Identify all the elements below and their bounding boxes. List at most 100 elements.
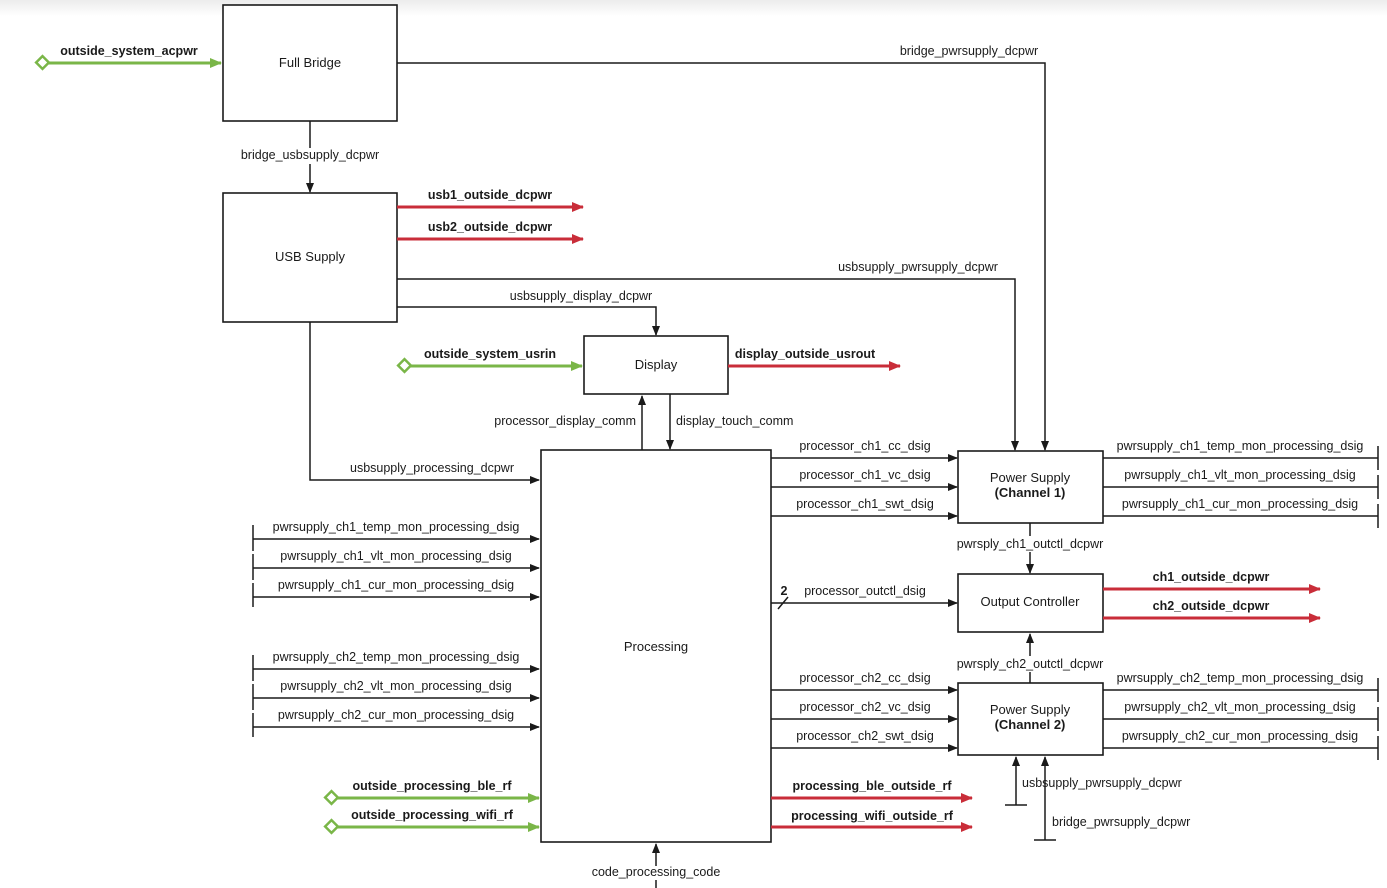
processing-wifi-outside-rf-label: processing_wifi_outside_rf <box>791 809 954 823</box>
power-supply-ch1-block: Power Supply (Channel 1) <box>957 450 1104 524</box>
outctl-bus-width-label: 2 <box>781 584 788 598</box>
usb-supply-label: USB Supply <box>275 249 346 264</box>
pwrsply-ch1-outctl-dcpwr-flow: pwrsply_ch1_outctl_dcpwr <box>957 523 1104 573</box>
outside-system-acpwr-label: outside_system_acpwr <box>60 44 198 58</box>
outside-processing-ble-rf-label: outside_processing_ble_rf <box>352 779 512 793</box>
outside-processing-wifi-rf-flow: outside_processing_wifi_rf <box>323 808 540 835</box>
bridge-pwrsupply-dcpwr-flow: bridge_pwrsupply_dcpwr <box>397 44 1049 451</box>
bridge-usbsupply-dcpwr-flow: bridge_usbsupply_dcpwr <box>241 121 379 193</box>
display-touch-comm-label: display_touch_comm <box>676 414 793 428</box>
outside-system-usrin-label: outside_system_usrin <box>424 347 556 361</box>
outside-processing-ble-rf-flow: outside_processing_ble_rf <box>323 779 540 806</box>
processing-block: Processing <box>540 449 772 843</box>
usbsupply-pwrsupply-dcpwr-ch2-flow: usbsupply_pwrsupply_dcpwr <box>1005 756 1182 806</box>
full-bridge-block: Full Bridge <box>222 4 398 122</box>
outside-system-usrin-flow: outside_system_usrin <box>396 347 583 374</box>
ps2-vlt-mon-label-right: pwrsupply_ch2_vlt_mon_processing_dsig <box>1124 700 1355 714</box>
usbsupply-pwrsupply-dcpwr-label-top: usbsupply_pwrsupply_dcpwr <box>838 260 998 274</box>
usb1-outside-dcpwr-flow: usb1_outside_dcpwr <box>397 188 584 212</box>
processor-outctl-dsig-flow: 2 processor_outctl_dsig <box>771 584 958 610</box>
processor-ch2-swt-dsig-label: processor_ch2_swt_dsig <box>796 729 934 743</box>
power-supply-ch2-block: Power Supply (Channel 2) <box>957 682 1104 756</box>
pwrsply-ch1-outctl-dcpwr-label: pwrsply_ch1_outctl_dcpwr <box>957 537 1104 551</box>
ps1-temp-mon-label-left: pwrsupply_ch1_temp_mon_processing_dsig <box>273 520 520 534</box>
usbsupply-pwrsupply-dcpwr-label-bottom: usbsupply_pwrsupply_dcpwr <box>1022 776 1182 790</box>
processor-ch1-vc-dsig-label: processor_ch1_vc_dsig <box>799 468 930 482</box>
ch2-outside-dcpwr-flow: ch2_outside_dcpwr <box>1103 599 1321 623</box>
processor-display-comm-flow: processor_display_comm <box>494 395 646 450</box>
ps2-vlt-mon-in: pwrsupply_ch2_vlt_mon_processing_dsig <box>252 679 540 710</box>
ch2-outside-dcpwr-label: ch2_outside_dcpwr <box>1153 599 1270 613</box>
pwrsply-ch2-outctl-dcpwr-label: pwrsply_ch2_outctl_dcpwr <box>957 657 1104 671</box>
processor-ch1-swt-dsig-label: processor_ch1_swt_dsig <box>796 497 934 511</box>
output-controller-label: Output Controller <box>981 594 1081 609</box>
ps2-temp-mon-label-left: pwrsupply_ch2_temp_mon_processing_dsig <box>273 650 520 664</box>
processor-ch1-cc-dsig-label: processor_ch1_cc_dsig <box>799 439 930 453</box>
processing-wifi-outside-rf-flow: processing_wifi_outside_rf <box>771 809 973 832</box>
usb-supply-block: USB Supply <box>222 192 398 323</box>
processing-ble-outside-rf-flow: processing_ble_outside_rf <box>771 779 973 803</box>
ps2-cur-mon-in: pwrsupply_ch2_cur_mon_processing_dsig <box>252 708 540 737</box>
ps2-cur-mon-label-left: pwrsupply_ch2_cur_mon_processing_dsig <box>278 708 514 722</box>
processor-display-comm-label: processor_display_comm <box>494 414 636 428</box>
processor-outctl-dsig-label: processor_outctl_dsig <box>804 584 926 598</box>
ps2-temp-mon-out: pwrsupply_ch2_temp_mon_processing_dsig <box>1103 671 1379 702</box>
ps2-vlt-mon-out: pwrsupply_ch2_vlt_mon_processing_dsig <box>1103 700 1379 731</box>
display-block: Display <box>583 335 729 395</box>
output-controller-block: Output Controller <box>957 573 1104 633</box>
ps2-cur-mon-out: pwrsupply_ch2_cur_mon_processing_dsig <box>1103 729 1379 760</box>
ps1-temp-mon-in: pwrsupply_ch1_temp_mon_processing_dsig <box>252 520 540 551</box>
ps2-title: Power Supply <box>990 702 1071 717</box>
ch1-outside-dcpwr-label: ch1_outside_dcpwr <box>1153 570 1270 584</box>
ps1-channel: (Channel 1) <box>995 485 1066 500</box>
processing-label: Processing <box>624 639 688 654</box>
ps1-cur-mon-label-right: pwrsupply_ch1_cur_mon_processing_dsig <box>1122 497 1358 511</box>
processor-ch2-cc-dsig-flow: processor_ch2_cc_dsig <box>771 671 958 694</box>
usbsupply-processing-dcpwr-flow: usbsupply_processing_dcpwr <box>309 322 540 484</box>
usb1-outside-dcpwr-label: usb1_outside_dcpwr <box>428 188 552 202</box>
ps2-vlt-mon-label-left: pwrsupply_ch2_vlt_mon_processing_dsig <box>280 679 511 693</box>
ps2-temp-mon-in: pwrsupply_ch2_temp_mon_processing_dsig <box>252 650 540 681</box>
display-outside-usrout-label: display_outside_usrout <box>735 347 876 361</box>
processor-ch1-cc-dsig-flow: processor_ch1_cc_dsig <box>771 439 958 462</box>
processor-ch2-swt-dsig-flow: processor_ch2_swt_dsig <box>771 729 958 752</box>
pwrsply-ch2-outctl-dcpwr-flow: pwrsply_ch2_outctl_dcpwr <box>957 634 1104 683</box>
bridge-pwrsupply-dcpwr-label-bottom: bridge_pwrsupply_dcpwr <box>1052 815 1190 829</box>
bridge-pwrsupply-dcpwr-label-top: bridge_pwrsupply_dcpwr <box>900 44 1038 58</box>
ps1-title: Power Supply <box>990 470 1071 485</box>
processor-ch1-swt-dsig-flow: processor_ch1_swt_dsig <box>771 497 958 520</box>
display-label: Display <box>635 357 678 372</box>
outside-processing-wifi-rf-label: outside_processing_wifi_rf <box>351 808 514 822</box>
outside-system-acpwr-flow: outside_system_acpwr <box>34 44 222 71</box>
full-bridge-label: Full Bridge <box>279 55 341 70</box>
ps2-temp-mon-label-right: pwrsupply_ch2_temp_mon_processing_dsig <box>1117 671 1364 685</box>
ps1-vlt-mon-in: pwrsupply_ch1_vlt_mon_processing_dsig <box>252 549 540 580</box>
ps1-temp-mon-label-right: pwrsupply_ch1_temp_mon_processing_dsig <box>1117 439 1364 453</box>
ps1-vlt-mon-label-left: pwrsupply_ch1_vlt_mon_processing_dsig <box>280 549 511 563</box>
ps2-cur-mon-label-right: pwrsupply_ch2_cur_mon_processing_dsig <box>1122 729 1358 743</box>
bridge-usbsupply-dcpwr-label: bridge_usbsupply_dcpwr <box>241 148 379 162</box>
usb2-outside-dcpwr-label: usb2_outside_dcpwr <box>428 220 552 234</box>
ch1-outside-dcpwr-flow: ch1_outside_dcpwr <box>1103 570 1321 594</box>
ps1-cur-mon-in: pwrsupply_ch1_cur_mon_processing_dsig <box>252 578 540 607</box>
usb2-outside-dcpwr-flow: usb2_outside_dcpwr <box>397 220 584 244</box>
display-outside-usrout-flow: display_outside_usrout <box>728 347 901 371</box>
processor-ch2-vc-dsig-label: processor_ch2_vc_dsig <box>799 700 930 714</box>
ps1-cur-mon-out: pwrsupply_ch1_cur_mon_processing_dsig <box>1103 497 1379 528</box>
processor-ch2-cc-dsig-label: processor_ch2_cc_dsig <box>799 671 930 685</box>
bridge-pwrsupply-dcpwr-ch2-flow: bridge_pwrsupply_dcpwr <box>1034 756 1190 841</box>
code-processing-code-label: code_processing_code <box>592 865 721 879</box>
ps1-cur-mon-label-left: pwrsupply_ch1_cur_mon_processing_dsig <box>278 578 514 592</box>
usbsupply-display-dcpwr-flow: usbsupply_display_dcpwr <box>397 289 660 336</box>
ps1-vlt-mon-out: pwrsupply_ch1_vlt_mon_processing_dsig <box>1103 468 1379 499</box>
display-touch-comm-flow: display_touch_comm <box>666 394 793 450</box>
usbsupply-processing-dcpwr-label: usbsupply_processing_dcpwr <box>350 461 514 475</box>
ps1-vlt-mon-label-right: pwrsupply_ch1_vlt_mon_processing_dsig <box>1124 468 1355 482</box>
usbsupply-pwrsupply-dcpwr-flow: usbsupply_pwrsupply_dcpwr <box>397 260 1019 451</box>
code-processing-code-flow: code_processing_code <box>592 843 721 888</box>
usbsupply-display-dcpwr-label: usbsupply_display_dcpwr <box>510 289 652 303</box>
processor-ch2-vc-dsig-flow: processor_ch2_vc_dsig <box>771 700 958 723</box>
processor-ch1-vc-dsig-flow: processor_ch1_vc_dsig <box>771 468 958 491</box>
ps1-temp-mon-out: pwrsupply_ch1_temp_mon_processing_dsig <box>1103 439 1379 470</box>
